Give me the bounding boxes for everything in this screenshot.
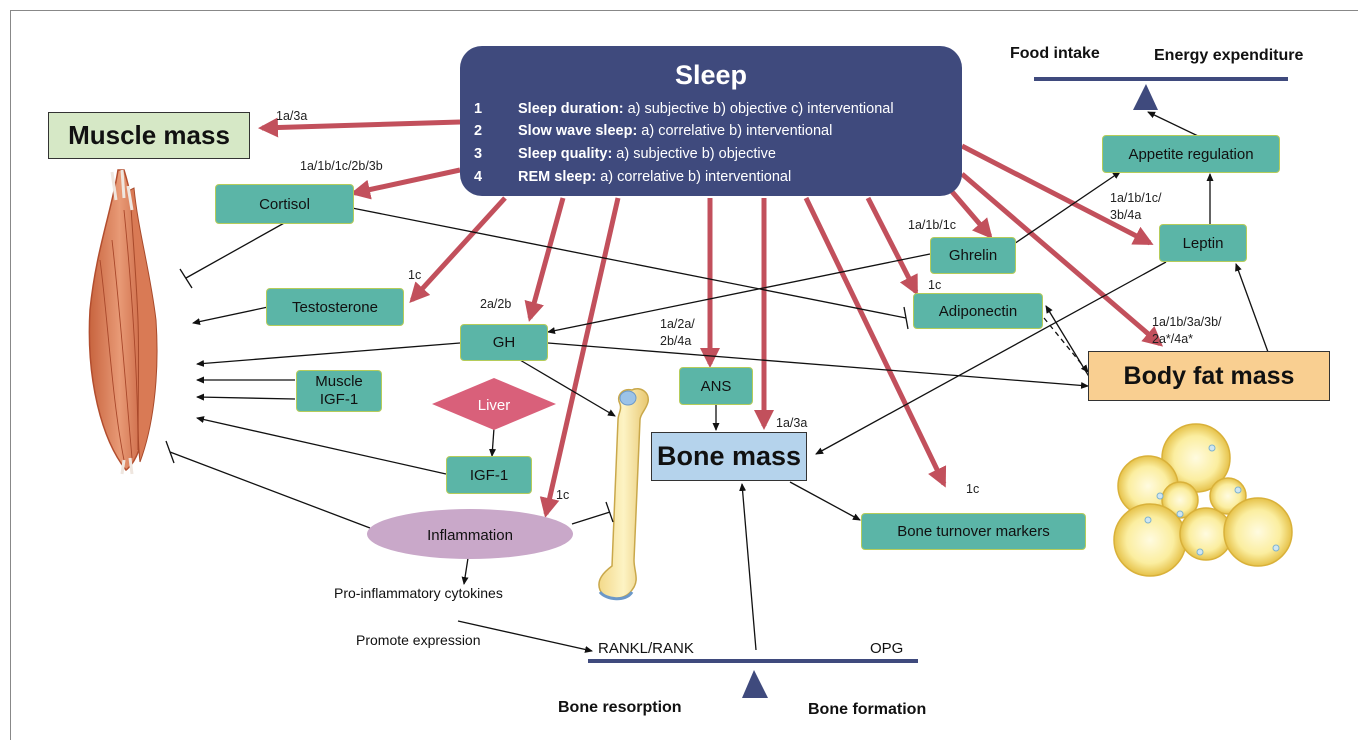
sleep-item-number: 3 bbox=[474, 146, 483, 162]
cortisol-node: Cortisol bbox=[215, 184, 354, 224]
figure-frame bbox=[10, 10, 1358, 740]
gh-evidence-label: 2a/2b bbox=[480, 297, 512, 311]
regulation-arrows bbox=[192, 111, 1269, 653]
ans-node: ANS bbox=[679, 367, 753, 405]
sleep-item-key: Slow wave sleep: bbox=[518, 123, 638, 139]
food-intake-text: Food intake bbox=[1010, 45, 1100, 62]
cortisol-evidence-label: 1a/1b/1c/2b/3b bbox=[300, 159, 383, 173]
opg-text: OPG bbox=[870, 640, 904, 657]
bone-balance-scale bbox=[588, 659, 918, 698]
fat-evidence-line2: 2a*/4a* bbox=[1152, 332, 1194, 346]
muscle-igf1-line1: Muscle bbox=[315, 373, 363, 390]
appetite-regulation-node: Appetite regulation bbox=[1102, 135, 1280, 173]
body-fat-mass-box: Body fat mass bbox=[1088, 351, 1330, 401]
sleep-item-number: 1 bbox=[474, 101, 483, 117]
sleep-item-number: 4 bbox=[474, 169, 483, 185]
sleep-item-key: Sleep quality: bbox=[518, 146, 613, 162]
testosterone-node: Testosterone bbox=[266, 288, 404, 326]
gh-node: GH bbox=[460, 324, 548, 361]
leptin-evidence-line2: 3b/4a bbox=[1110, 208, 1142, 222]
sleep-item-detail: a) subjective b) objective c) interventi… bbox=[623, 101, 894, 117]
muscle-illustration bbox=[88, 169, 158, 475]
cytokines-text: Pro-inflammatory cytokines bbox=[334, 585, 503, 601]
inflammation-ellipse bbox=[367, 509, 573, 559]
ghrelin-node: Ghrelin bbox=[930, 237, 1016, 274]
leptin-evidence-label: 1a/1b/1c/ 3b/4a bbox=[1110, 190, 1161, 224]
bone-resorption-text: Bone resorption bbox=[558, 699, 682, 716]
fat-evidence-label: 1a/1b/3a/3b/ 2a*/4a* bbox=[1152, 314, 1222, 348]
sleep-item-key: Sleep duration: bbox=[518, 101, 624, 117]
liver-label: Liver bbox=[477, 396, 511, 414]
sleep-item-key: REM sleep: bbox=[518, 169, 597, 185]
adiponectin-evidence-label: 1c bbox=[928, 278, 942, 292]
ans-evidence-label: 1a/2a/ 2b/4a bbox=[660, 316, 695, 350]
bone-formation-text: Bone formation bbox=[808, 701, 927, 718]
muscle-igf1-line2: IGF-1 bbox=[319, 391, 359, 408]
fat-cells-illustration bbox=[1113, 423, 1293, 577]
sleep-item-number: 2 bbox=[474, 123, 483, 139]
igf1-node: IGF-1 bbox=[446, 456, 532, 494]
sleep-item-4: 4 REM sleep: a) correlative b) interventi… bbox=[474, 169, 791, 185]
promote-expression-text: Promote expression bbox=[356, 632, 481, 648]
liver-diamond bbox=[432, 378, 556, 430]
sleep-item-detail: a) correlative b) interventional bbox=[596, 169, 792, 185]
inflammation-evidence-label: 1c bbox=[556, 488, 570, 502]
bone-evidence-label: 1a/3a bbox=[776, 416, 808, 430]
muscle-igf1-node: Muscle IGF-1 bbox=[296, 370, 382, 412]
sleep-item-2: 2 Slow wave sleep: a) correlative b) inte… bbox=[474, 123, 832, 139]
sleep-box: Sleep 1 Sleep duration: a) subjective b) … bbox=[460, 46, 962, 196]
ans-evidence-line1: 1a/2a/ bbox=[660, 317, 695, 331]
inflammation-label: Inflammation bbox=[427, 526, 513, 544]
sleep-title: Sleep bbox=[674, 60, 748, 90]
sleep-item-1: 1 Sleep duration: a) subjective b) object… bbox=[474, 101, 894, 117]
bone-turnover-node: Bone turnover markers bbox=[861, 513, 1086, 550]
bone-illustration bbox=[598, 388, 649, 601]
fat-to-adiponectin-dashed-arrow bbox=[1043, 317, 1089, 373]
ghrelin-evidence-label: 1a/1b/1c bbox=[908, 218, 956, 232]
testosterone-evidence-label: 1c bbox=[408, 268, 422, 282]
sleep-item-detail: a) correlative b) interventional bbox=[637, 123, 833, 139]
leptin-evidence-line1: 1a/1b/1c/ bbox=[1110, 191, 1162, 205]
bone-turnover-evidence-label: 1c bbox=[966, 482, 980, 496]
bone-mass-box: Bone mass bbox=[651, 432, 807, 481]
sleep-item-detail: a) subjective b) objective bbox=[612, 146, 776, 162]
energy-balance-scale bbox=[1034, 77, 1288, 110]
inhibition-lines bbox=[165, 207, 909, 529]
energy-expenditure-text: Energy expenditure bbox=[1154, 47, 1304, 64]
sleep-item-3: 3 Sleep quality: a) subjective b) objecti… bbox=[474, 146, 776, 162]
muscle-evidence-label: 1a/3a bbox=[276, 109, 308, 123]
adiponectin-node: Adiponectin bbox=[913, 293, 1043, 329]
rankl-rank-text: RANKL/RANK bbox=[598, 640, 694, 657]
ans-evidence-line2: 2b/4a bbox=[660, 334, 692, 348]
leptin-node: Leptin bbox=[1159, 224, 1247, 262]
fat-evidence-line1: 1a/1b/3a/3b/ bbox=[1152, 315, 1222, 329]
muscle-mass-box: Muscle mass bbox=[48, 112, 250, 159]
